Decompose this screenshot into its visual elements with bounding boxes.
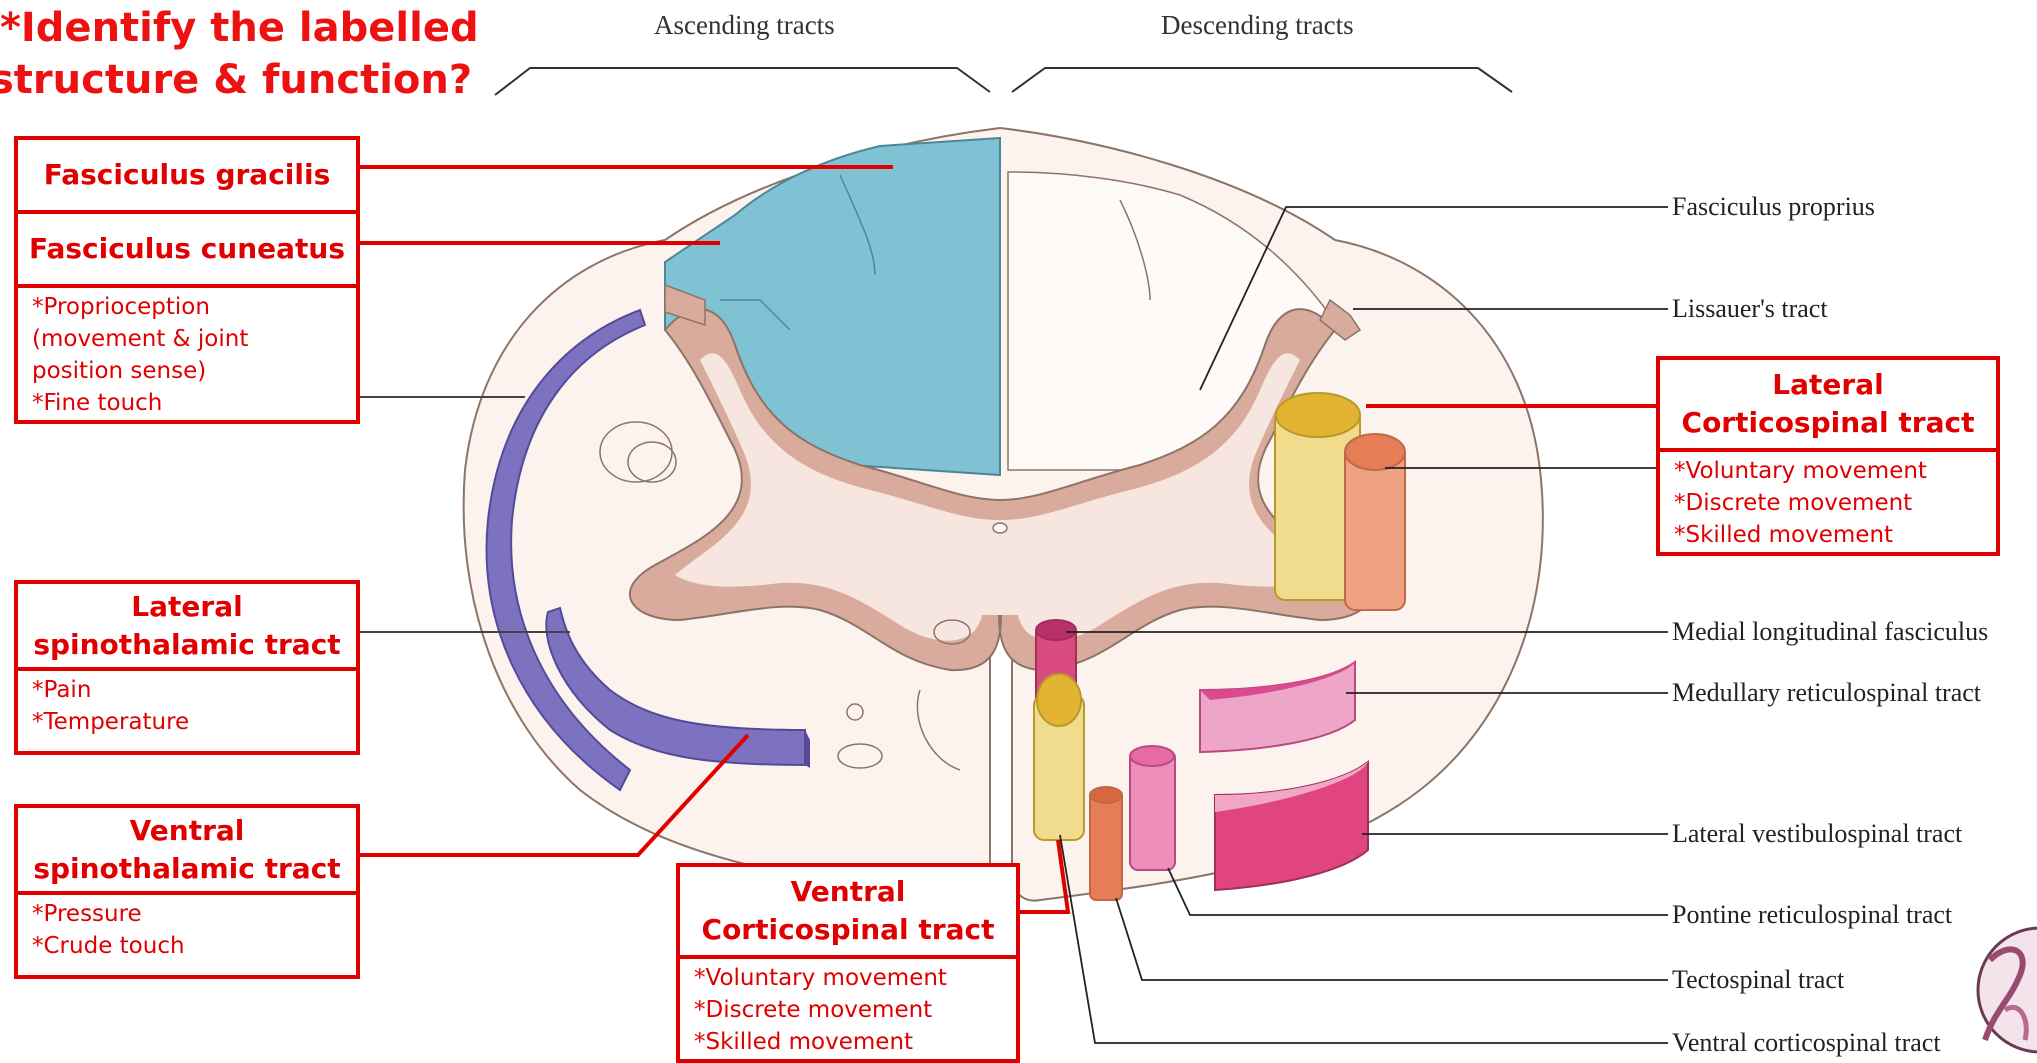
- lst-title-line: spinothalamic tract: [33, 626, 340, 664]
- tectospinal-tract: [1090, 790, 1122, 900]
- ventral-cst-title-line: Ventral: [791, 873, 906, 911]
- label-fasciculus-proprius: Fasciculus proprius: [1672, 192, 1875, 222]
- ventral-spinothalamic-box: Ventral spinothalamic tract: [14, 804, 360, 895]
- fasciculus-cuneatus-label: Fasciculus cuneatus: [29, 230, 345, 268]
- vst-title-line: Ventral: [130, 812, 245, 850]
- vst-function-line: *Pressure: [32, 898, 342, 930]
- lateral-cst-function-line: *Skilled movement: [1674, 519, 1982, 551]
- lst-function-line: *Temperature: [32, 706, 342, 738]
- descending-bracket: [1012, 68, 1512, 92]
- lst-function-line: *Pain: [32, 674, 342, 706]
- histology-thumbnail: [1978, 928, 2037, 1052]
- dorsal-function-line: (movement & joint: [32, 323, 342, 355]
- ventral-cst-function-line: *Skilled movement: [694, 1026, 1002, 1058]
- ventral-cst-title-line: Corticospinal tract: [702, 911, 995, 949]
- pontine-reticulospinal-tract: [1130, 750, 1175, 870]
- lateral-cst-function-line: *Discrete movement: [1674, 487, 1982, 519]
- ventral-cst-function-line: *Voluntary movement: [694, 962, 1002, 994]
- lateral-spinothalamic-functions-box: *Pain *Temperature: [14, 667, 360, 755]
- dorsal-column-functions-box: *Proprioception (movement & joint positi…: [14, 284, 360, 424]
- dorsal-function-line: position sense): [32, 355, 342, 387]
- fasciculus-gracilis-box: Fasciculus gracilis: [14, 136, 360, 214]
- lateral-cst-title-line: Lateral: [1772, 366, 1883, 404]
- label-tectospinal: Tectospinal tract: [1672, 965, 1844, 995]
- fasciculus-cuneatus-box: Fasciculus cuneatus: [14, 210, 360, 288]
- dorsal-function-line: *Fine touch: [32, 387, 342, 419]
- label-medullary-reticulospinal: Medullary reticulospinal tract: [1672, 678, 1981, 708]
- ascending-bracket: [495, 68, 990, 95]
- ventral-spinothalamic-functions-box: *Pressure *Crude touch: [14, 891, 360, 979]
- ventral-corticospinal-functions-box: *Voluntary movement *Discrete movement *…: [676, 955, 1020, 1063]
- dorsal-function-line: *Proprioception: [32, 291, 342, 323]
- label-lissauer-tract: Lissauer's tract: [1672, 294, 1828, 324]
- label-lateral-vestibulospinal: Lateral vestibulospinal tract: [1672, 819, 1962, 849]
- lateral-spinothalamic-box: Lateral spinothalamic tract: [14, 580, 360, 671]
- label-pontine-reticulospinal: Pontine reticulospinal tract: [1672, 900, 1952, 930]
- lateral-cst-function-line: *Voluntary movement: [1674, 455, 1982, 487]
- vst-function-line: *Crude touch: [32, 930, 342, 962]
- lateral-corticospinal-box: Lateral Corticospinal tract: [1656, 356, 2000, 452]
- central-canal: [993, 523, 1007, 533]
- lateral-cst-title-line: Corticospinal tract: [1682, 404, 1975, 442]
- lst-title-line: Lateral: [131, 588, 242, 626]
- label-ventral-corticospinal: Ventral corticospinal tract: [1672, 1028, 1941, 1058]
- ventral-corticospinal-box: Ventral Corticospinal tract: [676, 863, 1020, 959]
- lateral-corticospinal-functions-box: *Voluntary movement *Discrete movement *…: [1656, 448, 2000, 556]
- vst-title-line: spinothalamic tract: [33, 850, 340, 888]
- label-mlf: Medial longitudinal fasciculus: [1672, 617, 1988, 647]
- fasciculus-gracilis-label: Fasciculus gracilis: [44, 156, 331, 194]
- ventral-cst-function-line: *Discrete movement: [694, 994, 1002, 1026]
